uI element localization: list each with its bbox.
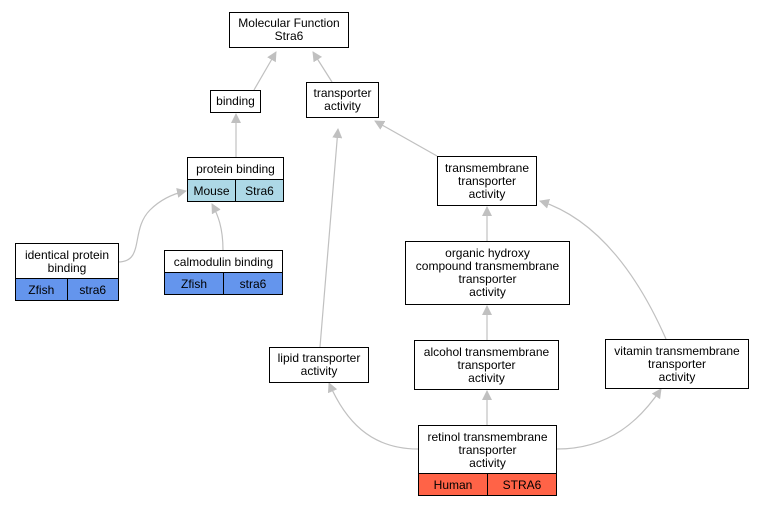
- node-line: binding: [47, 261, 87, 275]
- node-line: vitamin transmembrane: [614, 343, 740, 358]
- edge-retinol-to-lipid: [327, 382, 419, 450]
- edge-identical-to-protein-binding: [117, 187, 187, 263]
- node-retinol-transmembrane-transporter-activity[interactable]: retinol transmembrane transporter activi…: [418, 425, 557, 496]
- node-transmembrane-transporter-activity[interactable]: transmembrane transporter activity: [437, 156, 537, 206]
- node-line: activity: [468, 370, 505, 385]
- node-alcohol-transmembrane-transporter-activity[interactable]: alcohol transmembrane transporter activi…: [414, 340, 559, 390]
- species-cell: Zfish: [28, 282, 55, 297]
- node-line: transmembrane: [444, 160, 530, 175]
- node-line: transporter: [457, 173, 517, 188]
- node-line: transporter: [458, 272, 517, 286]
- node-line: lipid transporter: [277, 351, 361, 365]
- node-line: transporter: [457, 357, 516, 372]
- node-line: activity: [469, 285, 506, 299]
- node-line: activity: [469, 456, 506, 470]
- node-line: activity: [658, 369, 696, 384]
- species-gene-row: Zfish stra6: [165, 272, 282, 294]
- node-lipid-transporter-activity[interactable]: lipid transporter activity: [269, 347, 369, 383]
- node-vitamin-transmembrane-transporter-activity[interactable]: vitamin transmembrane transporter activi…: [605, 339, 749, 389]
- node-binding[interactable]: binding: [210, 90, 261, 113]
- node-line: activity: [324, 99, 361, 113]
- node-line: protein binding: [196, 162, 275, 176]
- node-line: Molecular Function: [238, 16, 340, 30]
- node-line: transporter: [458, 443, 517, 457]
- node-line: retinol transmembrane: [427, 430, 548, 444]
- node-line: transporter: [647, 356, 707, 371]
- species-gene-row: Human STRA6: [419, 473, 556, 495]
- node-identical-protein-binding[interactable]: identical protein binding Zfish stra6: [15, 243, 119, 301]
- species-gene-row: Zfish stra6: [16, 278, 118, 300]
- edge-transporter-to-molecular-function: [312, 51, 333, 83]
- node-line: activity: [468, 186, 506, 201]
- node-line: binding: [216, 94, 255, 108]
- gene-cell: stra6: [66, 279, 119, 300]
- edge-lipid-to-transporter: [319, 128, 343, 348]
- node-protein-binding[interactable]: protein binding Mouse Stra6: [187, 157, 284, 202]
- edge-calmodulin-to-protein-binding: [211, 203, 224, 251]
- species-cell: Mouse: [193, 183, 230, 198]
- species-cell: Human: [433, 477, 473, 492]
- edge-vitamin-to-transmembrane: [539, 198, 667, 340]
- edge-retinol-to-vitamin: [556, 388, 662, 450]
- node-line: organic hydroxy: [445, 246, 530, 260]
- node-organic-hydroxy-compound-transmembrane-transporter-activity[interactable]: organic hydroxy compound transmembrane t…: [405, 241, 570, 305]
- edge-binding-to-molecular-function: [253, 51, 277, 91]
- species-cell: Zfish: [180, 276, 207, 291]
- node-molecular-function[interactable]: Molecular Function Stra6: [229, 12, 349, 48]
- node-transporter-activity[interactable]: transporter activity: [306, 82, 379, 118]
- node-line: activity: [300, 364, 338, 378]
- edge-transmembrane-to-transporter: [374, 120, 438, 157]
- node-line: transporter: [313, 86, 372, 100]
- node-calmodulin-binding[interactable]: calmodulin binding Zfish stra6: [164, 250, 283, 295]
- node-line: alcohol transmembrane: [423, 344, 550, 359]
- node-line: calmodulin binding: [173, 255, 274, 269]
- node-line: identical protein: [24, 248, 110, 262]
- node-line: compound transmembrane: [415, 259, 560, 273]
- gene-cell: STRA6: [487, 474, 556, 495]
- gene-cell: stra6: [223, 273, 282, 294]
- species-gene-row: Mouse Stra6: [188, 179, 283, 201]
- gene-cell: Stra6: [235, 180, 283, 201]
- node-line: Stra6: [274, 29, 304, 43]
